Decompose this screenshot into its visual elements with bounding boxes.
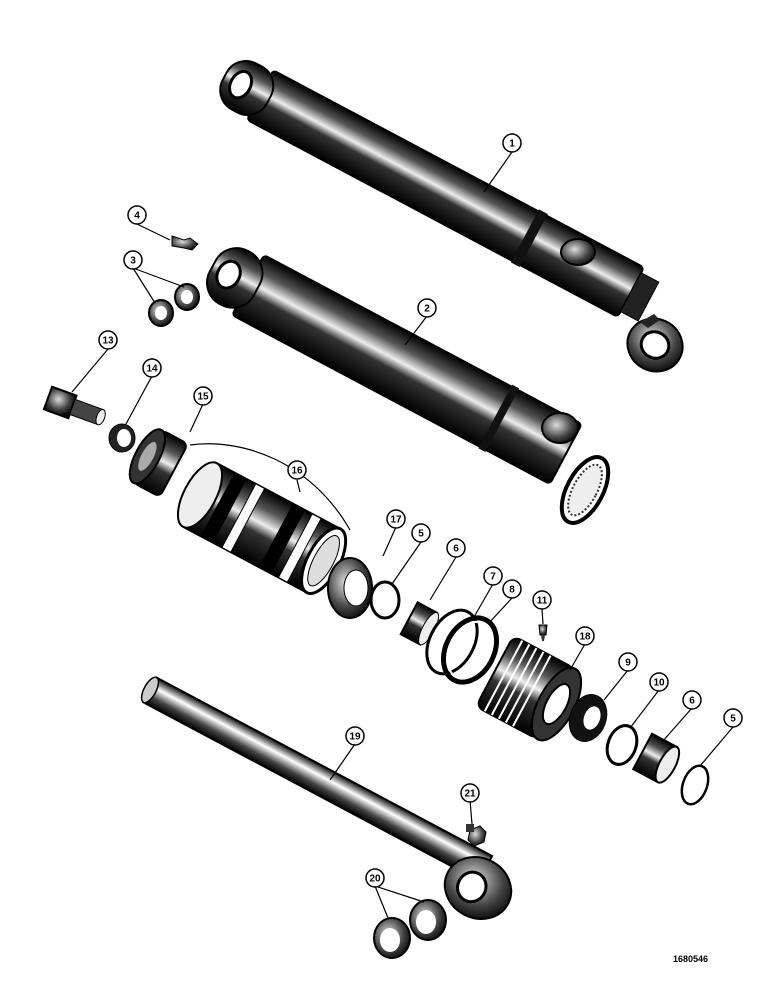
callout-21: 21 <box>460 783 480 803</box>
svg-text:15: 15 <box>197 392 209 403</box>
reference-number: 1680546 <box>673 954 708 964</box>
svg-text:20: 20 <box>369 874 381 885</box>
svg-text:3: 3 <box>130 256 136 267</box>
bushing-rod <box>631 732 681 784</box>
svg-text:9: 9 <box>625 658 631 669</box>
svg-text:14: 14 <box>146 364 158 375</box>
callout-4: 4 <box>127 205 147 225</box>
o-ring <box>369 580 401 620</box>
callout-2: 2 <box>417 298 437 318</box>
spacer <box>327 557 373 619</box>
piston-nut <box>128 428 187 496</box>
callout-18: 18 <box>575 626 595 646</box>
cap-screw <box>42 385 106 426</box>
leader-lines <box>71 151 734 919</box>
svg-text:19: 19 <box>349 732 361 743</box>
svg-text:5: 5 <box>418 529 424 540</box>
svg-text:7: 7 <box>490 572 496 583</box>
callout-5a: 5 <box>411 523 431 543</box>
cylinder-barrel <box>206 247 611 525</box>
svg-text:11: 11 <box>537 596 548 607</box>
svg-text:21: 21 <box>464 789 476 800</box>
callout-16: 16 <box>287 460 307 480</box>
piston-rod <box>140 676 513 920</box>
svg-text:18: 18 <box>579 632 591 643</box>
set-screw <box>538 624 548 641</box>
svg-text:6: 6 <box>453 544 459 555</box>
callout-3: 3 <box>123 250 143 270</box>
callout-20: 20 <box>365 868 385 888</box>
rod-seal <box>568 694 608 742</box>
callout-15: 15 <box>193 386 213 406</box>
o-ring-piston <box>425 608 479 676</box>
svg-text:5: 5 <box>730 714 736 725</box>
svg-text:13: 13 <box>102 336 114 347</box>
backup-ring-piston <box>440 615 500 685</box>
callout-5b: 5 <box>723 708 743 728</box>
callout-19: 19 <box>345 726 365 746</box>
backup-ring-bushing <box>399 601 440 646</box>
svg-text:17: 17 <box>390 515 402 526</box>
callout-14: 14 <box>142 358 162 378</box>
svg-text:10: 10 <box>653 678 665 689</box>
callout-1: 1 <box>502 133 522 153</box>
callout-17: 17 <box>386 509 406 529</box>
gland <box>477 637 583 742</box>
cylinder-assembly-1 <box>219 60 684 373</box>
svg-text:16: 16 <box>291 466 303 477</box>
svg-text:4: 4 <box>134 211 140 222</box>
grease-fitting-rod <box>466 824 487 847</box>
callout-13: 13 <box>98 330 118 350</box>
washer <box>108 423 136 453</box>
callout-8: 8 <box>502 579 522 599</box>
svg-text:8: 8 <box>509 585 515 596</box>
callouts: 1 2 3 4 5 5 6 6 7 8 9 10 11 13 14 15 16 … <box>98 133 743 888</box>
callout-6a: 6 <box>446 538 466 558</box>
grease-fitting <box>171 235 199 251</box>
ring-seal <box>605 724 639 766</box>
bushings-barrel <box>148 283 200 327</box>
callout-11: 11 <box>532 590 552 610</box>
svg-text:1: 1 <box>509 139 515 150</box>
bushings-rod <box>373 899 447 959</box>
piston-assembly <box>176 443 351 595</box>
o-ring-rod <box>680 764 710 806</box>
svg-text:6: 6 <box>689 696 695 707</box>
callout-9: 9 <box>618 652 638 672</box>
callout-6b: 6 <box>682 690 702 710</box>
svg-text:2: 2 <box>424 304 430 315</box>
callout-10: 10 <box>649 672 669 692</box>
callout-7: 7 <box>483 566 503 586</box>
